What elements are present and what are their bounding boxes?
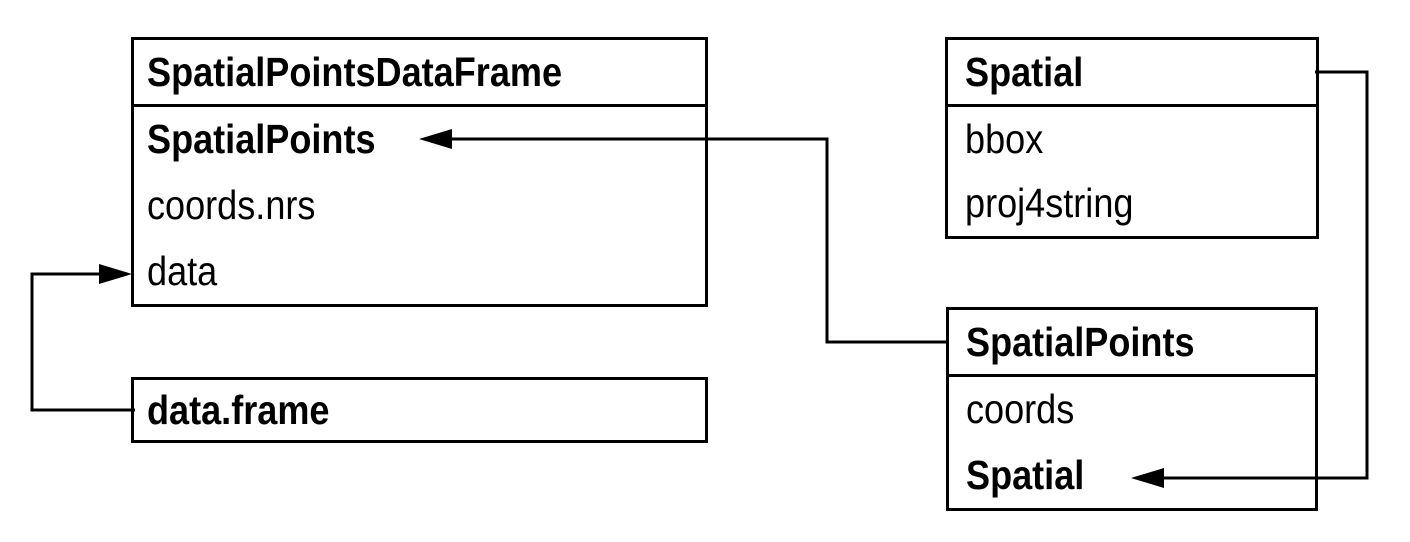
- slot-label-coords: coords: [966, 386, 1075, 433]
- slot-row-bbox: bbox: [948, 107, 1316, 172]
- class-title-spatialpoints: SpatialPoints: [966, 318, 1195, 365]
- class-title-row: SpatialPoints: [949, 310, 1315, 377]
- slot-row-spatial: Spatial: [949, 443, 1315, 509]
- arrowhead-right-icon: [99, 264, 132, 284]
- slot-label-data: data: [147, 247, 218, 294]
- arrow-line: [30, 272, 135, 412]
- class-title-dataframe: data.frame: [147, 386, 330, 433]
- class-box-spatialpoints: SpatialPoints coords Spatial: [946, 307, 1318, 511]
- slot-row-spatialpoints: SpatialPoints: [134, 107, 705, 173]
- class-box-spatialpointsdataframe: SpatialPointsDataFrame SpatialPoints coo…: [131, 37, 708, 307]
- class-title-spatialpointsdataframe: SpatialPointsDataFrame: [147, 48, 563, 95]
- slot-row-coords-nrs: coords.nrs: [134, 173, 705, 239]
- class-title-row: SpatialPointsDataFrame: [134, 40, 705, 107]
- slot-row-proj4string: proj4string: [948, 172, 1316, 237]
- slot-label-proj4string: proj4string: [965, 180, 1134, 227]
- class-title-row: data.frame: [134, 380, 705, 440]
- slot-label-coords-nrs: coords.nrs: [147, 182, 316, 228]
- class-box-spatial: Spatial bbox proj4string: [945, 37, 1319, 239]
- slot-row-data: data: [134, 238, 705, 304]
- slot-label-spatialpoints: SpatialPoints: [147, 116, 376, 163]
- class-box-dataframe: data.frame: [131, 377, 708, 443]
- slot-label-spatial: Spatial: [966, 451, 1085, 498]
- arrow-dataframe-to-data-slot: [30, 264, 135, 412]
- class-title-row: Spatial: [948, 40, 1316, 107]
- slot-label-bbox: bbox: [965, 115, 1044, 162]
- class-title-spatial: Spatial: [965, 48, 1084, 95]
- slot-row-coords: coords: [949, 377, 1315, 443]
